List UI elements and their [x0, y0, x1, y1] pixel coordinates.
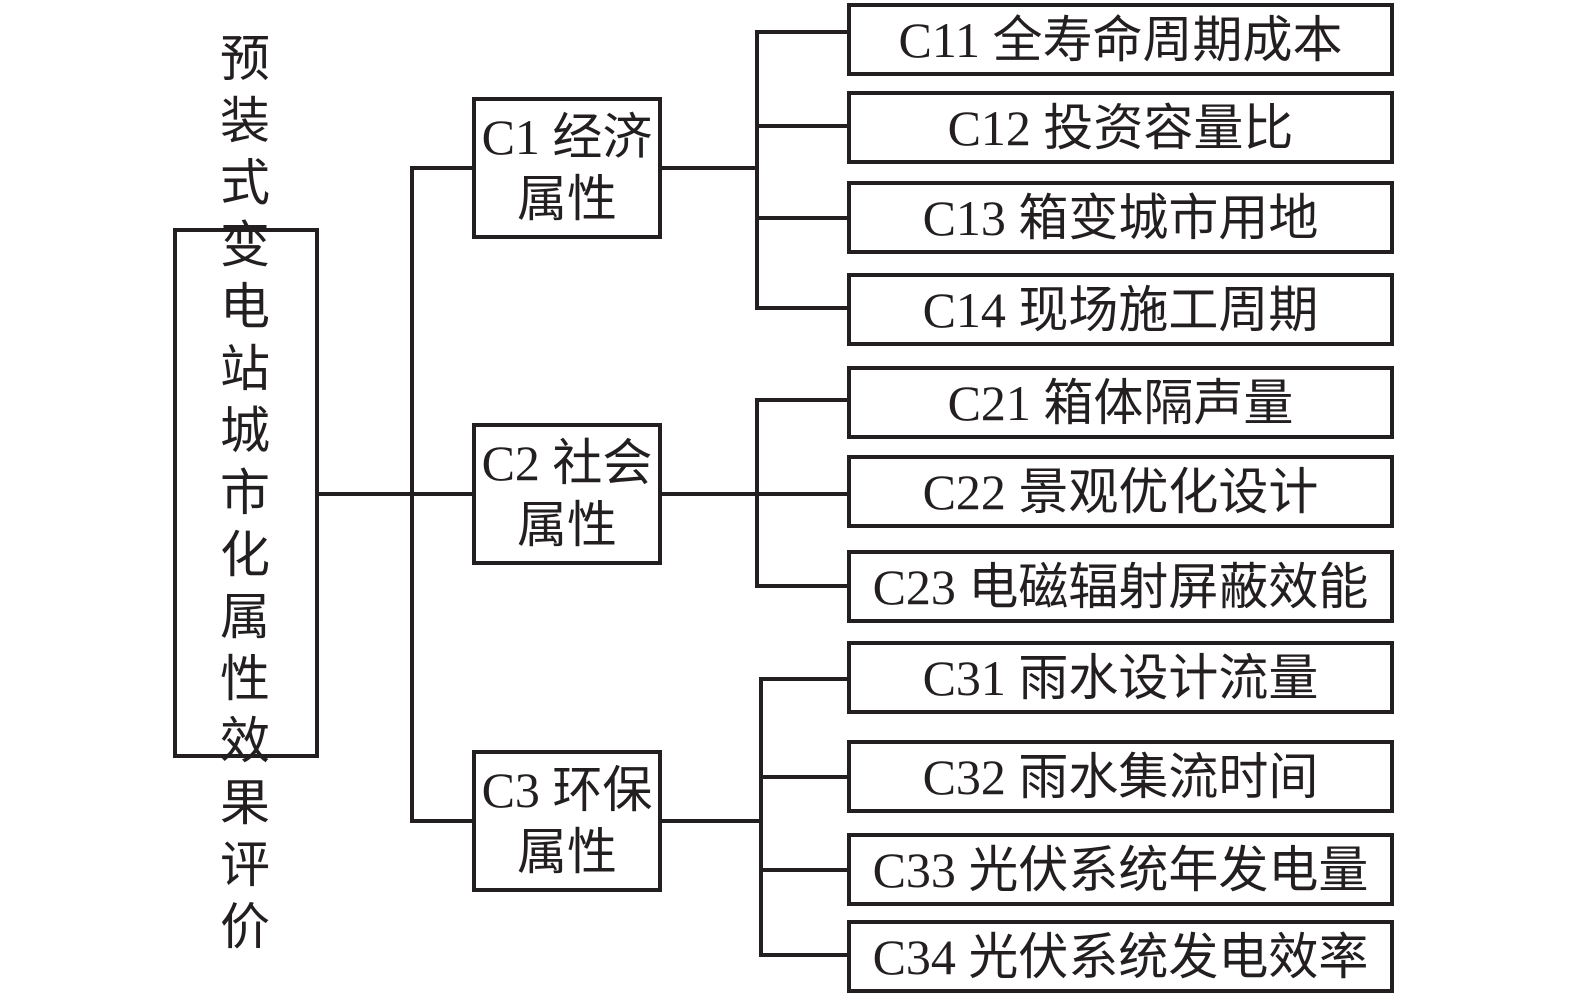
connector-trunk-to-c3	[410, 819, 474, 823]
indicator-label: C14 现场施工周期	[922, 281, 1319, 338]
category-label-line1: C1 经济	[481, 109, 653, 165]
indicator-node-c21: C21 箱体隔声量	[847, 366, 1394, 439]
connector-c1-vertical	[755, 30, 759, 310]
indicator-node-c11: C11 全寿命周期成本	[847, 3, 1394, 76]
indicator-label: C21 箱体隔声量	[947, 374, 1294, 431]
category-label-line1: C3 环保	[481, 762, 653, 818]
connector-c2-to-c21	[755, 398, 849, 402]
indicator-node-c23: C23 电磁辐射屏蔽效能	[847, 550, 1394, 623]
indicator-node-c31: C31 雨水设计流量	[847, 641, 1394, 714]
connector-c3-to-c32	[759, 775, 849, 779]
indicator-label: C34 光伏系统发电效率	[872, 928, 1369, 985]
indicator-label: C11 全寿命周期成本	[898, 11, 1343, 68]
connector-c3-to-c34	[759, 953, 849, 957]
indicator-label: C32 雨水集流时间	[922, 748, 1319, 805]
root-node-box: 预装式变电站城市化属性效果评价	[173, 31, 319, 955]
indicator-node-c33: C33 光伏系统年发电量	[847, 833, 1394, 906]
indicator-label: C13 箱变城市用地	[922, 189, 1319, 246]
category-node-c1: C1 经济 属性	[472, 97, 662, 239]
indicator-label: C22 景观优化设计	[922, 463, 1319, 520]
connector-c3-vertical	[759, 677, 763, 957]
indicator-node-c22: C22 景观优化设计	[847, 455, 1394, 528]
category-label-line2: 属性	[516, 824, 617, 880]
indicator-label: C31 雨水设计流量	[922, 649, 1319, 706]
connector-c3-to-c31	[759, 677, 849, 681]
category-node-c2: C2 社会 属性	[472, 423, 662, 565]
connector-root-to-trunk	[318, 492, 414, 496]
root-node-label: 预装式变电站城市化属性效果评价	[220, 31, 272, 955]
connector-c1-to-c12	[755, 124, 849, 128]
indicator-label: C12 投资容量比	[947, 99, 1294, 156]
category-label-line1: C2 社会	[481, 435, 653, 491]
indicator-node-c14: C14 现场施工周期	[847, 273, 1394, 346]
indicator-label: C23 电磁辐射屏蔽效能	[872, 558, 1369, 615]
category-node-c3: C3 环保 属性	[472, 750, 662, 892]
connector-trunk-to-c2	[410, 492, 474, 496]
connector-c1-to-c14	[755, 306, 849, 310]
connector-trunk-to-c1	[410, 166, 474, 170]
indicator-node-c12: C12 投资容量比	[847, 91, 1394, 164]
connector-c2-out	[661, 492, 759, 496]
connector-c1-to-c11	[755, 30, 849, 34]
connector-c2-to-c23	[755, 584, 849, 588]
connector-c1-out	[661, 166, 759, 170]
category-label-line2: 属性	[516, 497, 617, 553]
indicator-node-c32: C32 雨水集流时间	[847, 740, 1394, 813]
connector-c2-to-c22	[755, 492, 849, 496]
connector-c3-out	[661, 819, 761, 823]
indicator-node-c34: C34 光伏系统发电效率	[847, 920, 1394, 993]
connector-c3-to-c33	[759, 868, 849, 872]
indicator-label: C33 光伏系统年发电量	[872, 841, 1369, 898]
connector-c1-to-c13	[755, 216, 849, 220]
category-label-line2: 属性	[516, 171, 617, 227]
indicator-node-c13: C13 箱变城市用地	[847, 181, 1394, 254]
